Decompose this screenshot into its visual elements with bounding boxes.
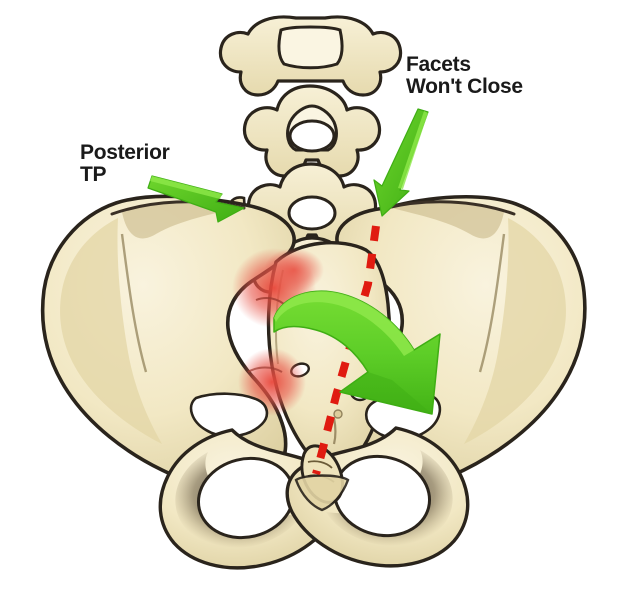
pelvis-group	[40, 194, 587, 570]
label-posterior-tp: Posterior TP	[80, 141, 170, 186]
lumbar-vertebra-upper	[218, 15, 403, 97]
pubic-symphysis	[294, 474, 350, 512]
midline-reference-line	[312, 225, 380, 476]
facets-pointer-arrow	[373, 108, 429, 217]
sciatic-notch-left	[189, 392, 269, 438]
posterior-tp-pointer-arrow	[147, 175, 245, 223]
label-facets-wont-close: Facets Won't Close	[406, 53, 523, 98]
innominate-rotation-arrow	[273, 290, 441, 415]
lumbar-vertebra-middle	[242, 84, 382, 178]
